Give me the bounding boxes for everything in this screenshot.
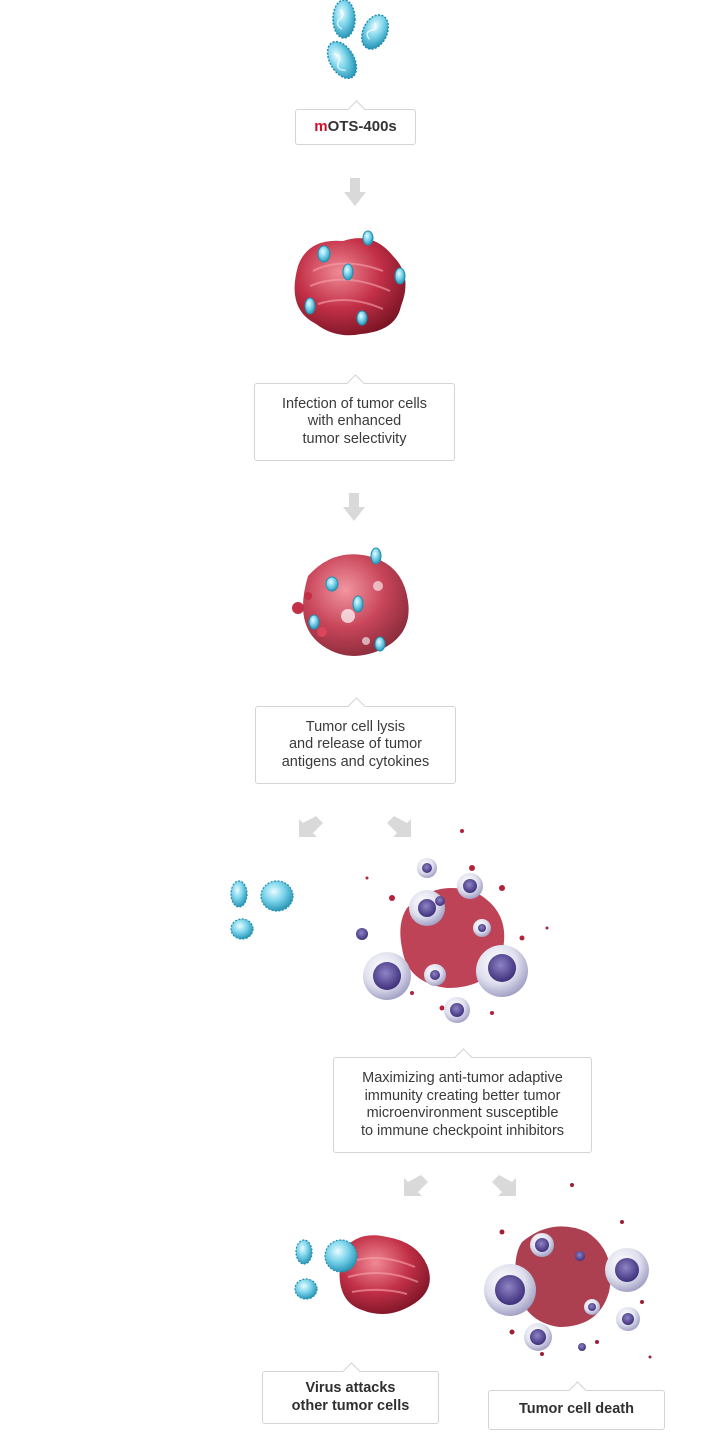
virus-particle-icon (317, 245, 331, 263)
immune-cell-icon (578, 1343, 586, 1351)
virus-cluster-top (326, 0, 390, 80)
immune-cell-icon (575, 1251, 585, 1261)
immune-cell-icon (457, 873, 483, 899)
immune-cell-icon (435, 896, 445, 906)
callout-notch (346, 100, 366, 119)
down-arrow-icon (344, 178, 366, 206)
virus-particle-icon (260, 880, 294, 912)
infection-label-box: Infection of tumor cells with enhanced t… (254, 374, 455, 461)
lysis-label-box: Tumor cell lysis and release of tumor an… (255, 697, 456, 784)
lysed-tumor-icon (292, 554, 409, 656)
immune-tumor-cluster (356, 829, 549, 1023)
down-left-arrow-icon (299, 816, 323, 837)
virus-particle-icon (324, 1239, 358, 1273)
virus-name: mOTS-400s (314, 118, 397, 136)
released-virus-cluster (230, 880, 294, 940)
virus-particle-icon (230, 918, 254, 940)
virus-particle-icon (394, 267, 406, 285)
virus-particle-icon (374, 636, 386, 652)
virus-particle-icon (295, 1239, 313, 1265)
immune-cell-icon (444, 997, 470, 1023)
virus-particle-icon (332, 0, 356, 39)
callout-notch (345, 374, 365, 393)
down-left-arrow-icon (404, 1175, 428, 1196)
virus-particle-icon (356, 310, 368, 326)
attack-label: Virus attacks other tumor cells (291, 1380, 410, 1414)
callout-notch (567, 1381, 587, 1400)
callout-notch (341, 1362, 361, 1381)
down-right-arrow-icon (492, 1175, 516, 1196)
down-arrow-icon (343, 493, 365, 521)
immune-cell-icon (616, 1307, 640, 1331)
lysis-label: Tumor cell lysis and release of tumor an… (281, 718, 430, 770)
virus-particle-icon (360, 14, 390, 50)
virus-label-box: mOTS-400s (295, 100, 416, 145)
immunity-label-box: Maximizing anti-tumor adaptive immunity … (333, 1048, 592, 1153)
lysed-tumor-cell (292, 547, 409, 656)
immune-cell-icon (476, 945, 528, 997)
virus-particle-icon (326, 40, 358, 80)
immune-cell-icon (473, 919, 491, 937)
infected-tumor-cell (294, 230, 406, 336)
infection-label: Infection of tumor cells with enhanced t… (281, 395, 428, 447)
immune-cell-icon (363, 952, 411, 1000)
virus-name-rest: OTS-400s (327, 118, 397, 136)
death-label-box: Tumor cell death (488, 1381, 665, 1430)
virus-particle-icon (230, 880, 248, 908)
immune-cell-icon (524, 1323, 552, 1351)
virus-attack-illustration (294, 1235, 430, 1314)
attack-label-box: Virus attacks other tumor cells (262, 1362, 439, 1424)
virus-particle-icon (294, 1278, 318, 1300)
immune-cell-icon (530, 1233, 554, 1257)
virus-name-prefix: m (314, 118, 328, 136)
virus-particle-icon (325, 576, 339, 592)
down-right-arrow-icon (387, 816, 411, 837)
virus-particle-icon (352, 595, 364, 613)
immunity-label: Maximizing anti-tumor adaptive immunity … (360, 1070, 565, 1139)
virus-particle-icon (342, 263, 354, 281)
callout-notch (346, 697, 366, 716)
death-label: Tumor cell death (519, 1401, 634, 1418)
immune-cell-icon (484, 1264, 536, 1316)
immune-cell-icon (605, 1248, 649, 1292)
immune-cell-icon (417, 858, 437, 878)
virus-particle-icon (370, 547, 382, 565)
tumor-death-illustration (484, 1183, 652, 1359)
virus-particle-icon (362, 230, 374, 246)
immune-cell-icon (409, 890, 445, 926)
tumor-cell-icon (294, 238, 406, 336)
immune-cell-icon (356, 928, 368, 940)
immune-cell-icon (584, 1299, 600, 1315)
virus-particle-icon (304, 297, 316, 315)
immune-cell-icon (424, 964, 446, 986)
callout-notch (453, 1048, 473, 1067)
virus-particle-icon (308, 614, 320, 630)
